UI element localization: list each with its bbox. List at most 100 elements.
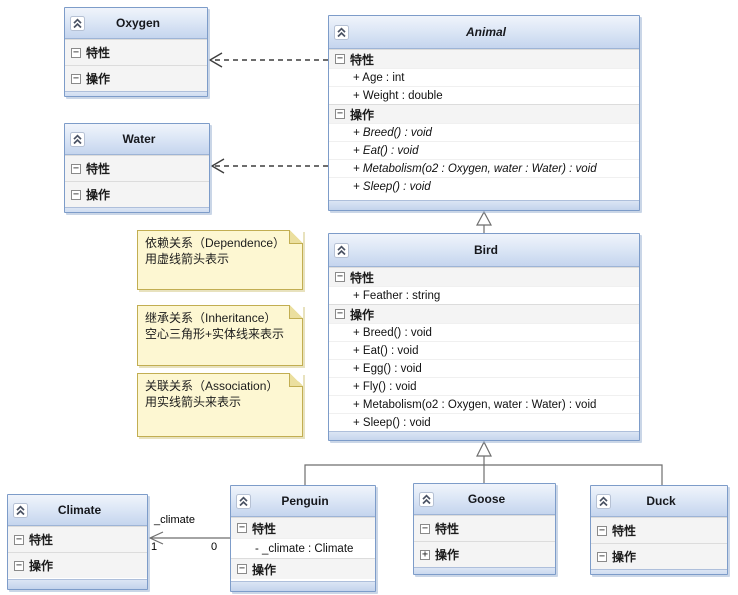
collapse-chevron-icon[interactable] [334,24,349,40]
collapse-chevron-icon[interactable] [419,491,434,507]
class-penguin[interactable]: Penguin−特性- _climate : Climate−操作 [230,485,376,592]
section-row-animal[interactable]: −操作 [329,104,639,123]
member-row[interactable]: + Sleep() : void [329,177,639,195]
member-row[interactable]: + Eat() : void [329,141,639,159]
member-row[interactable]: + Breed() : void [329,323,639,341]
collapse-minus-icon[interactable]: − [237,563,247,574]
collapse-minus-icon[interactable]: − [335,271,345,282]
member-row[interactable]: - _climate : Climate [231,538,375,558]
dependency-arrow-animal-water[interactable] [210,158,328,174]
member-row[interactable]: + Egg() : void [329,359,639,377]
box-footer-strip [65,207,209,212]
collapse-chevron-icon[interactable] [596,493,611,509]
collapse-minus-icon[interactable]: − [597,524,607,536]
note-fold-icon [289,305,303,319]
class-climate[interactable]: Climate−特性−操作 [7,494,148,590]
inheritance-connector-bird-animal[interactable] [475,210,493,233]
section-label: 特性 [252,521,277,536]
collapse-minus-icon[interactable]: − [335,53,345,64]
collapse-minus-icon[interactable]: − [335,308,345,319]
collapse-minus-icon[interactable]: − [335,108,345,119]
box-footer-strip [591,569,727,574]
class-header[interactable]: Climate [8,495,147,526]
member-row[interactable]: + Metabolism(o2 : Oxygen, water : Water)… [329,159,639,177]
collapse-minus-icon[interactable]: − [71,188,81,200]
collapse-minus-icon[interactable]: − [14,559,24,571]
collapse-minus-icon[interactable]: − [71,46,81,58]
collapse-chevron-icon[interactable] [13,502,28,518]
section-label: 特性 [86,162,111,176]
member-row[interactable]: + Weight : double [329,86,639,104]
section-row-bird[interactable]: −特性 [329,267,639,286]
collapse-chevron-icon[interactable] [236,493,251,509]
note-dependence[interactable]: 依赖关系（Dependence） 用虚线箭头表示 [137,230,303,290]
section-row-goose[interactable]: + 操作 [414,541,555,567]
class-water[interactable]: Water−特性−操作 [64,123,210,213]
member-row[interactable]: + Metabolism(o2 : Oxygen, water : Water)… [329,395,639,413]
dependency-arrow-animal-oxygen[interactable] [208,52,328,68]
section-row-animal[interactable]: −特性 [329,49,639,68]
section-label: 特性 [612,524,637,538]
class-goose[interactable]: Goose −特性 + 操作 [413,483,556,575]
section-label: 特性 [350,52,375,67]
member-label: + Metabolism(o2 : Oxygen, water : Water)… [353,398,597,411]
class-header[interactable]: Oxygen [65,8,207,39]
class-header[interactable]: Bird [329,234,639,267]
box-footer-strip [65,91,207,96]
section-row-oxygen[interactable]: −操作 [65,65,207,91]
member-label: + Eat() : void [353,144,419,157]
member-label: + Age : int [353,71,405,84]
class-title: Goose [467,492,506,506]
note-inheritance[interactable]: 继承关系（Inheritance） 空心三角形+实体线来表示 [137,305,303,366]
collapse-minus-icon[interactable]: − [597,550,607,562]
section-label: 特性 [86,46,111,60]
class-header[interactable]: Penguin [231,486,375,517]
class-header[interactable]: Goose [414,484,555,515]
association-arrow-penguin-climate[interactable] [148,531,230,545]
collapse-minus-icon[interactable]: − [237,522,247,533]
section-row-bird[interactable]: −操作 [329,304,639,323]
member-label: + Breed() : void [353,326,432,339]
section-row-oxygen[interactable]: −特性 [65,39,207,65]
section-label: 操作 [86,188,111,202]
member-label: + Fly() : void [353,380,417,393]
section-row-penguin[interactable]: −特性 [231,517,375,538]
note-association[interactable]: 关联关系（Association） 用实线箭头来表示 [137,373,303,437]
expand-plus-icon[interactable]: + [420,548,430,560]
collapse-minus-icon[interactable]: − [71,162,81,174]
collapse-chevron-icon[interactable] [70,15,85,31]
section-row-water[interactable]: −操作 [65,181,209,207]
section-row-climate[interactable]: −特性 [8,526,147,552]
class-header[interactable]: Water [65,124,209,155]
member-row[interactable]: + Feather : string [329,286,639,304]
class-oxygen[interactable]: Oxygen−特性−操作 [64,7,208,97]
member-row[interactable]: + Fly() : void [329,377,639,395]
inheritance-connector-subclasses-bird[interactable] [304,440,663,485]
member-row[interactable]: + Breed() : void [329,123,639,141]
collapse-chevron-icon[interactable] [70,131,85,147]
member-row[interactable]: + Age : int [329,68,639,86]
section-label: 操作 [612,550,637,564]
member-row[interactable]: + Eat() : void [329,341,639,359]
section-label: 操作 [435,548,460,562]
member-row[interactable]: + Sleep() : void [329,413,639,431]
section-row-penguin[interactable]: −操作 [231,558,375,579]
class-duck[interactable]: Duck−特性−操作 [590,485,728,575]
class-title: Climate [57,503,102,517]
section-row-duck[interactable]: −操作 [591,543,727,569]
collapse-minus-icon[interactable]: − [71,72,81,84]
collapse-chevron-icon[interactable] [334,242,349,258]
section-row-duck[interactable]: −特性 [591,517,727,543]
class-animal[interactable]: Animal−特性+ Age : int+ Weight : double−操作… [328,15,640,211]
member-label: - _climate : Climate [255,542,354,555]
section-label: 操作 [29,559,54,573]
collapse-minus-icon[interactable]: − [420,522,430,534]
class-bird[interactable]: Bird−特性+ Feather : string−操作 + Breed() : … [328,233,640,441]
section-row-climate[interactable]: −操作 [8,552,147,578]
class-header[interactable]: Animal [329,16,639,49]
collapse-minus-icon[interactable]: − [14,533,24,545]
class-header[interactable]: Duck [591,486,727,517]
section-row-water[interactable]: −特性 [65,155,209,181]
section-row-goose[interactable]: −特性 [414,515,555,541]
